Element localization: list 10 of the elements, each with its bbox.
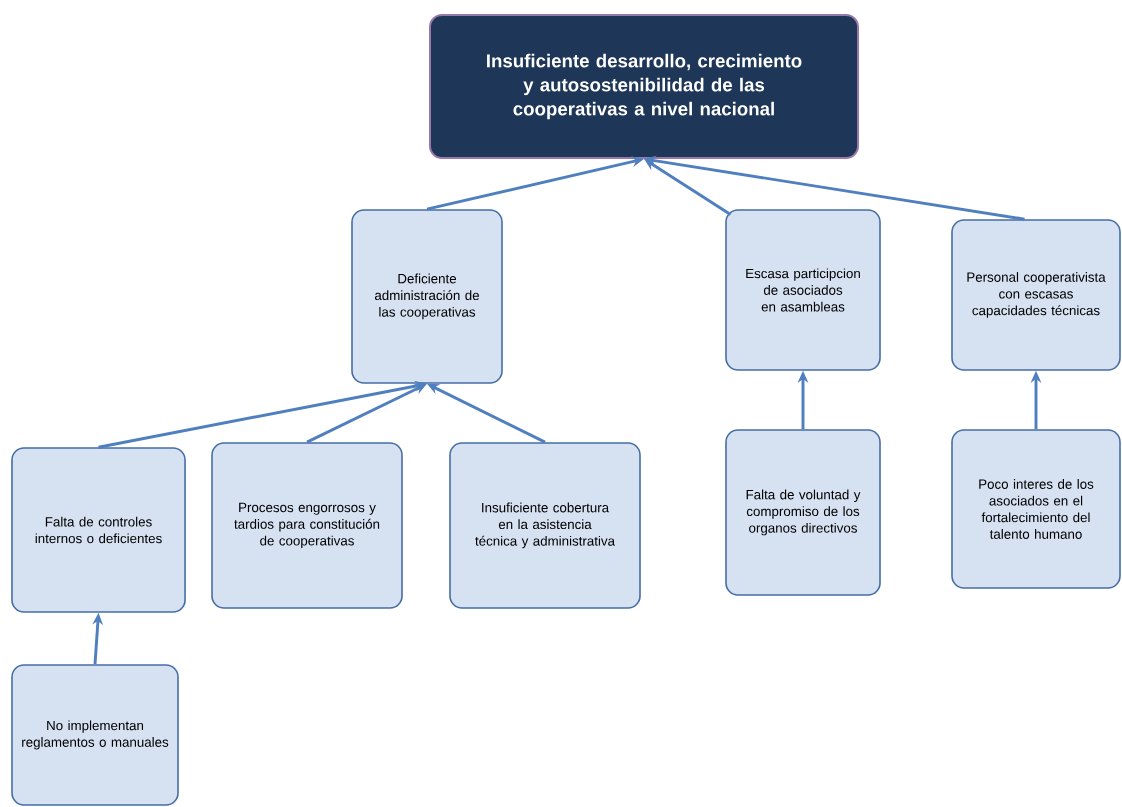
cause-box: Procesos engorrosos y tardios para constitución de cooperativas [211,442,403,609]
cause-box: Poco interes de los asociados en el fortalecimiento del talento humano [951,429,1121,589]
cause-box: No implementan reglamentos o manuales [11,664,179,806]
cause-box: Escasa participcion de asociados en asambleas [725,209,881,371]
problem-box: Insuficiente desarrollo, crecimiento y autosostenibilidad de las cooperativas a nivel nacional [429,14,859,159]
cause-box: Insuficiente cobertura en la asistencia técnica y administrativa [449,442,641,609]
cause-box: Falta de controles internos o deficientes [11,447,186,613]
cause-box: Falta de voluntad y compromiso de los organos directivos [725,429,881,596]
cause-box: Deficiente administración de las cooperativas [351,209,503,384]
cause-box: Personal cooperativista con escasas capacidades técnicas [951,219,1121,371]
